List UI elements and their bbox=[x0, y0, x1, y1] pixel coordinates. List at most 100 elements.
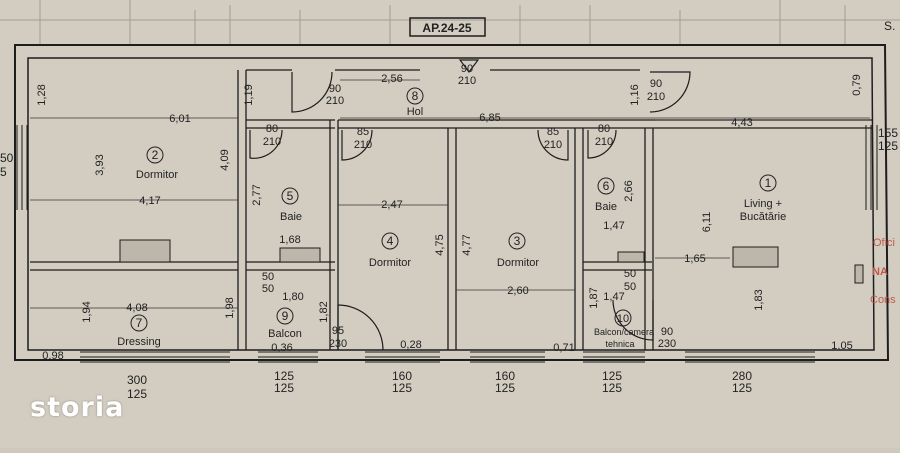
room-1-name-b: Bucătărie bbox=[740, 211, 786, 223]
entry-door-height: 210 bbox=[458, 75, 476, 87]
door-width: 80 bbox=[598, 123, 610, 135]
door-width: 85 bbox=[547, 126, 559, 138]
dim: 1,68 bbox=[279, 234, 300, 246]
room-6-number: 6 bbox=[603, 179, 610, 193]
window-width: 280 bbox=[732, 369, 752, 383]
window-height: 125 bbox=[495, 381, 515, 395]
window-width: 300 bbox=[127, 373, 147, 387]
door-height: 210 bbox=[263, 136, 281, 148]
dim: 2,77 bbox=[251, 184, 263, 205]
dim: 4,75 bbox=[434, 234, 446, 255]
room-labels: 1 Living + Bucătărie 2 Dormitor 3 Dormit… bbox=[117, 87, 786, 349]
edge-left-top: 50 bbox=[0, 151, 14, 165]
edge-right-b: NA bbox=[872, 266, 888, 278]
dim: 4,77 bbox=[461, 234, 473, 255]
room-3-name: Dormitor bbox=[497, 257, 540, 269]
dim: 1,82 bbox=[318, 301, 330, 322]
dim: 1,94 bbox=[81, 301, 93, 322]
dim: 1,16 bbox=[629, 84, 641, 105]
door-height: 230 bbox=[329, 338, 347, 350]
room-1-name-a: Living + bbox=[744, 198, 782, 210]
edge-left-bottom: 5 bbox=[0, 165, 7, 179]
door-width: 90 bbox=[650, 78, 662, 90]
dim: 4,43 bbox=[731, 117, 752, 129]
apartment-label: AP.24-25 bbox=[422, 21, 471, 35]
dim: 2,60 bbox=[507, 285, 528, 297]
dim: 2,56 bbox=[381, 73, 402, 85]
room-10-number: 10 bbox=[617, 313, 629, 325]
room-7-number: 7 bbox=[136, 316, 143, 330]
window-width: 160 bbox=[392, 369, 412, 383]
window-height: 125 bbox=[392, 381, 412, 395]
dim: 2,47 bbox=[381, 199, 402, 211]
dim: 1,05 bbox=[831, 340, 852, 352]
room-5-number: 5 bbox=[287, 189, 294, 203]
dim: 1,47 bbox=[603, 291, 624, 303]
window-height: 125 bbox=[602, 381, 622, 395]
room-7-name: Dressing bbox=[117, 336, 160, 348]
dim: 3,93 bbox=[94, 154, 106, 175]
windows-bottom bbox=[16, 125, 878, 363]
window-height: 125 bbox=[274, 381, 294, 395]
dim: 0,28 bbox=[400, 339, 421, 351]
fixtures bbox=[119, 239, 864, 284]
room-2-number: 2 bbox=[152, 148, 159, 162]
dim: 0,98 bbox=[42, 350, 63, 362]
edge-top-right: S. bbox=[884, 19, 895, 33]
window-width: 155 bbox=[878, 126, 898, 140]
entry-door-width: 90 bbox=[461, 63, 473, 75]
window-width: 125 bbox=[274, 369, 294, 383]
window-height: 125 bbox=[732, 381, 752, 395]
door-height: 230 bbox=[658, 338, 676, 350]
dim: 6,01 bbox=[169, 113, 190, 125]
dim: 0,79 bbox=[851, 74, 863, 95]
window-height: 125 bbox=[878, 139, 898, 153]
room-6-name: Baie bbox=[595, 201, 617, 213]
dim: 1,83 bbox=[753, 289, 765, 310]
door-width: 90 bbox=[329, 83, 341, 95]
window-labels: 300 125 125 125 160 125 160 125 125 125 … bbox=[127, 126, 898, 401]
door-height: 50 bbox=[624, 281, 636, 293]
door-width: 80 bbox=[266, 123, 278, 135]
edge-right-a: Ofici bbox=[873, 237, 895, 249]
room-9-name: Balcon bbox=[268, 328, 302, 340]
door-labels: 90 210 90 210 80 210 85 210 85 210 80 21… bbox=[262, 78, 676, 350]
room-1-number: 1 bbox=[765, 176, 772, 190]
dim: 1,80 bbox=[282, 291, 303, 303]
door-height: 50 bbox=[262, 283, 274, 295]
edge-right-c: Cons bbox=[870, 294, 896, 306]
dim: 0,71 bbox=[553, 342, 574, 354]
storia-logo: storia bbox=[30, 392, 125, 423]
dim: 4,08 bbox=[126, 302, 147, 314]
top-sketch bbox=[0, 0, 900, 45]
window-width: 160 bbox=[495, 369, 515, 383]
door-width: 90 bbox=[661, 326, 673, 338]
dim: 1,87 bbox=[588, 287, 600, 308]
room-9-number: 9 bbox=[282, 309, 289, 323]
room-2-name: Dormitor bbox=[136, 169, 179, 181]
room-10-name-b: tehnica bbox=[605, 339, 634, 349]
door-height: 210 bbox=[595, 136, 613, 148]
dim: 4,09 bbox=[219, 149, 231, 170]
room-3-number: 3 bbox=[514, 234, 521, 248]
dim: 1,47 bbox=[603, 220, 624, 232]
apartment-label-box bbox=[409, 17, 486, 37]
room-4-name: Dormitor bbox=[369, 257, 412, 269]
door-height: 210 bbox=[647, 91, 665, 103]
dim: 4,17 bbox=[139, 195, 160, 207]
door-height: 210 bbox=[544, 139, 562, 151]
dim: 6,85 bbox=[479, 112, 500, 124]
dim: 0,36 bbox=[271, 342, 292, 354]
room-8-name: Hol bbox=[407, 106, 424, 118]
dimension-labels: 1,28 3,93 6,01 4,17 4,09 1,19 2,56 6,85 … bbox=[36, 73, 863, 362]
room-8-number: 8 bbox=[412, 89, 419, 103]
dim: 1,28 bbox=[36, 84, 48, 105]
door-width: 95 bbox=[332, 325, 344, 337]
door-swings bbox=[249, 59, 691, 351]
door-width: 50 bbox=[262, 271, 274, 283]
door-height: 210 bbox=[326, 95, 344, 107]
dim: 1,98 bbox=[224, 297, 236, 318]
window-width: 125 bbox=[602, 369, 622, 383]
